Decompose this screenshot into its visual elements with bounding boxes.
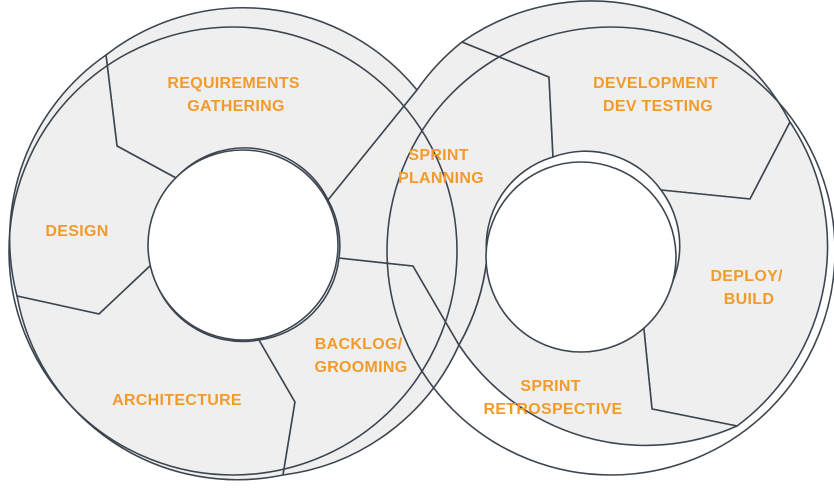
label-development: DEVELOPMENT DEV TESTING [593, 75, 723, 115]
segment-deploy [642, 121, 829, 427]
segment-development [461, 0, 791, 200]
right-loop [327, 0, 829, 447]
right-loop-center [485, 161, 677, 353]
label-deploy: DEPLOY/ BUILD [710, 268, 787, 308]
label-backlog: BACKLOG/ GROOMING [314, 336, 407, 376]
label-architecture: ARCHITECTURE [112, 392, 242, 409]
label-design: DESIGN [45, 223, 108, 240]
label-sprint-retrospective: SPRINT RETROSPECTIVE [483, 378, 622, 418]
left-loop-center [147, 149, 339, 341]
right-loop-outline [386, 26, 834, 476]
label-requirements: REQUIREMENTS GATHERING [167, 75, 304, 115]
segment-backlog [258, 257, 460, 476]
left-loop-outline [8, 26, 458, 476]
label-sprint-planning: SPRINT PLANNING [398, 147, 484, 187]
